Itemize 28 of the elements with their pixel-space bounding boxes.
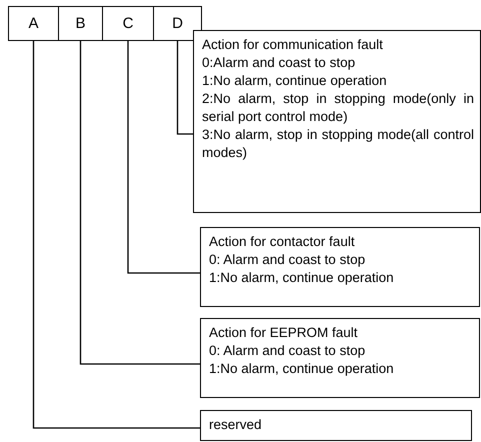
option-text: 1:No alarm, continue operation	[209, 269, 395, 287]
option-text: 1:No alarm, continue operation	[202, 72, 388, 90]
option-text: 0: Alarm and coast to stop	[209, 342, 366, 360]
connector-line	[127, 41, 200, 274]
bit-cell	[8, 6, 59, 41]
connector-line	[176, 41, 193, 135]
description-box	[193, 30, 481, 213]
option-text: 0:Alarm and coast to stop	[202, 54, 356, 72]
box-heading: Action for contactor fault	[209, 233, 356, 251]
box-heading: Action for communication fault	[202, 36, 384, 54]
description-box	[200, 410, 472, 441]
option-text: 0: Alarm and coast to stop	[209, 251, 366, 269]
description-box	[200, 227, 480, 307]
bit-letter: D	[172, 15, 183, 32]
description-box	[200, 318, 480, 398]
box-heading: Action for EEPROM fault	[209, 324, 359, 342]
bit-letter: A	[28, 15, 38, 32]
bit-cell	[153, 6, 202, 41]
connector-line	[32, 41, 200, 429]
connector-line	[80, 41, 200, 365]
option-text: 2:No alarm, stop in stopping mode(only in serial port control mode)	[202, 90, 474, 126]
bit-letter: C	[122, 15, 134, 32]
option-text: reserved	[209, 416, 263, 434]
option-text: 1:No alarm, continue operation	[209, 360, 395, 378]
bit-cell	[58, 6, 103, 41]
option-text: 3:No alarm, stop in stopping mode(all control modes)	[202, 126, 474, 162]
bit-letter: B	[75, 15, 86, 32]
bit-cell	[102, 6, 154, 41]
